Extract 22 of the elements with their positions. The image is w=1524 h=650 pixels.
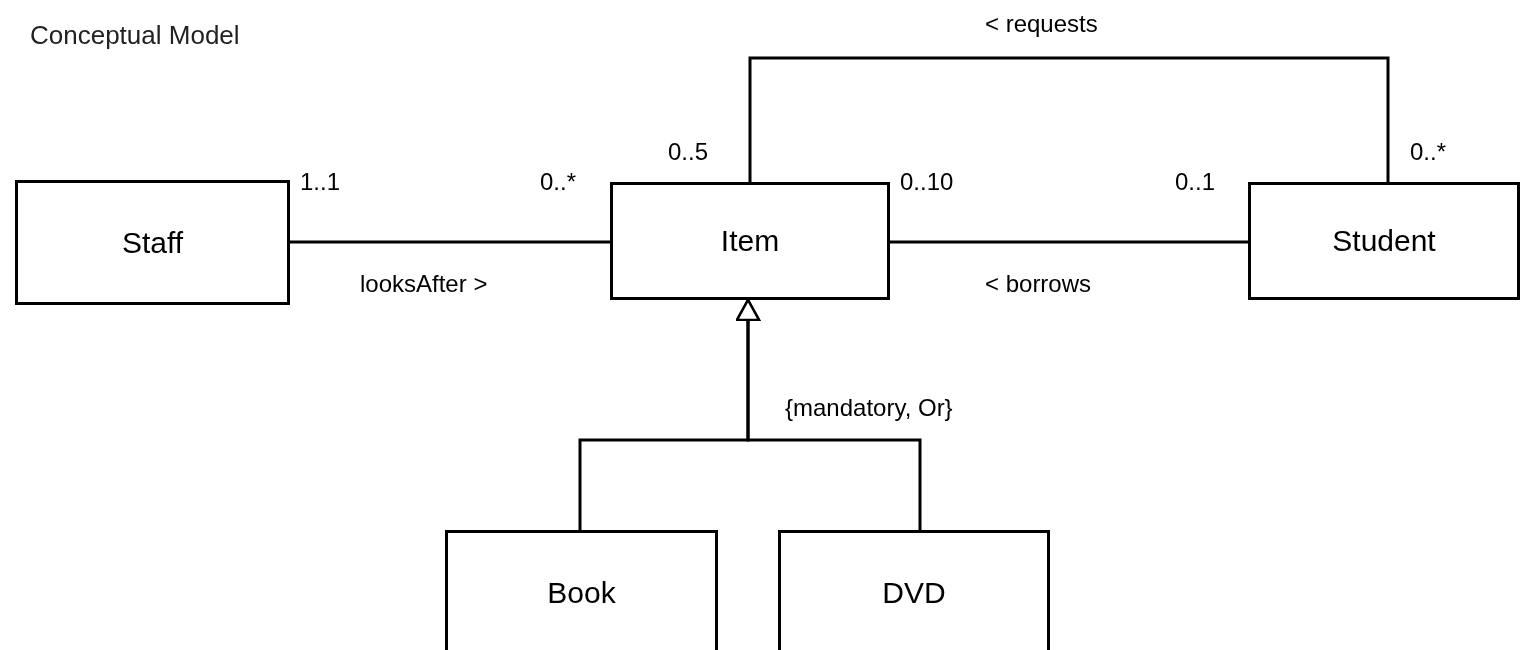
- association-line: [748, 56, 1390, 182]
- multiplicity-label: 0..*: [1410, 140, 1447, 164]
- constraint-label: {mandatory, Or}: [785, 396, 953, 420]
- multiplicity-label: 1..1: [300, 170, 341, 194]
- diagram-title: Conceptual Model: [30, 22, 240, 48]
- class-box: [610, 182, 890, 300]
- association-line: [890, 240, 1248, 244]
- class-box: [15, 180, 290, 305]
- generalization-arrow: [735, 298, 922, 530]
- multiplicity-label: 0..1: [1175, 170, 1216, 194]
- class-box: [1248, 182, 1520, 300]
- multiplicity-label: 0..10: [900, 170, 954, 194]
- association-line: [290, 240, 610, 244]
- class-box: [778, 530, 1050, 650]
- class-name: Student: [1332, 224, 1436, 258]
- class-box: [445, 530, 718, 650]
- class-name: Staff: [121, 225, 184, 260]
- class-name: DVD: [882, 575, 946, 610]
- multiplicity-label: 0..5: [668, 140, 709, 164]
- class-name: Book: [547, 575, 616, 610]
- multiplicity-label: 0..*: [540, 170, 577, 194]
- class-name: Item: [720, 224, 780, 258]
